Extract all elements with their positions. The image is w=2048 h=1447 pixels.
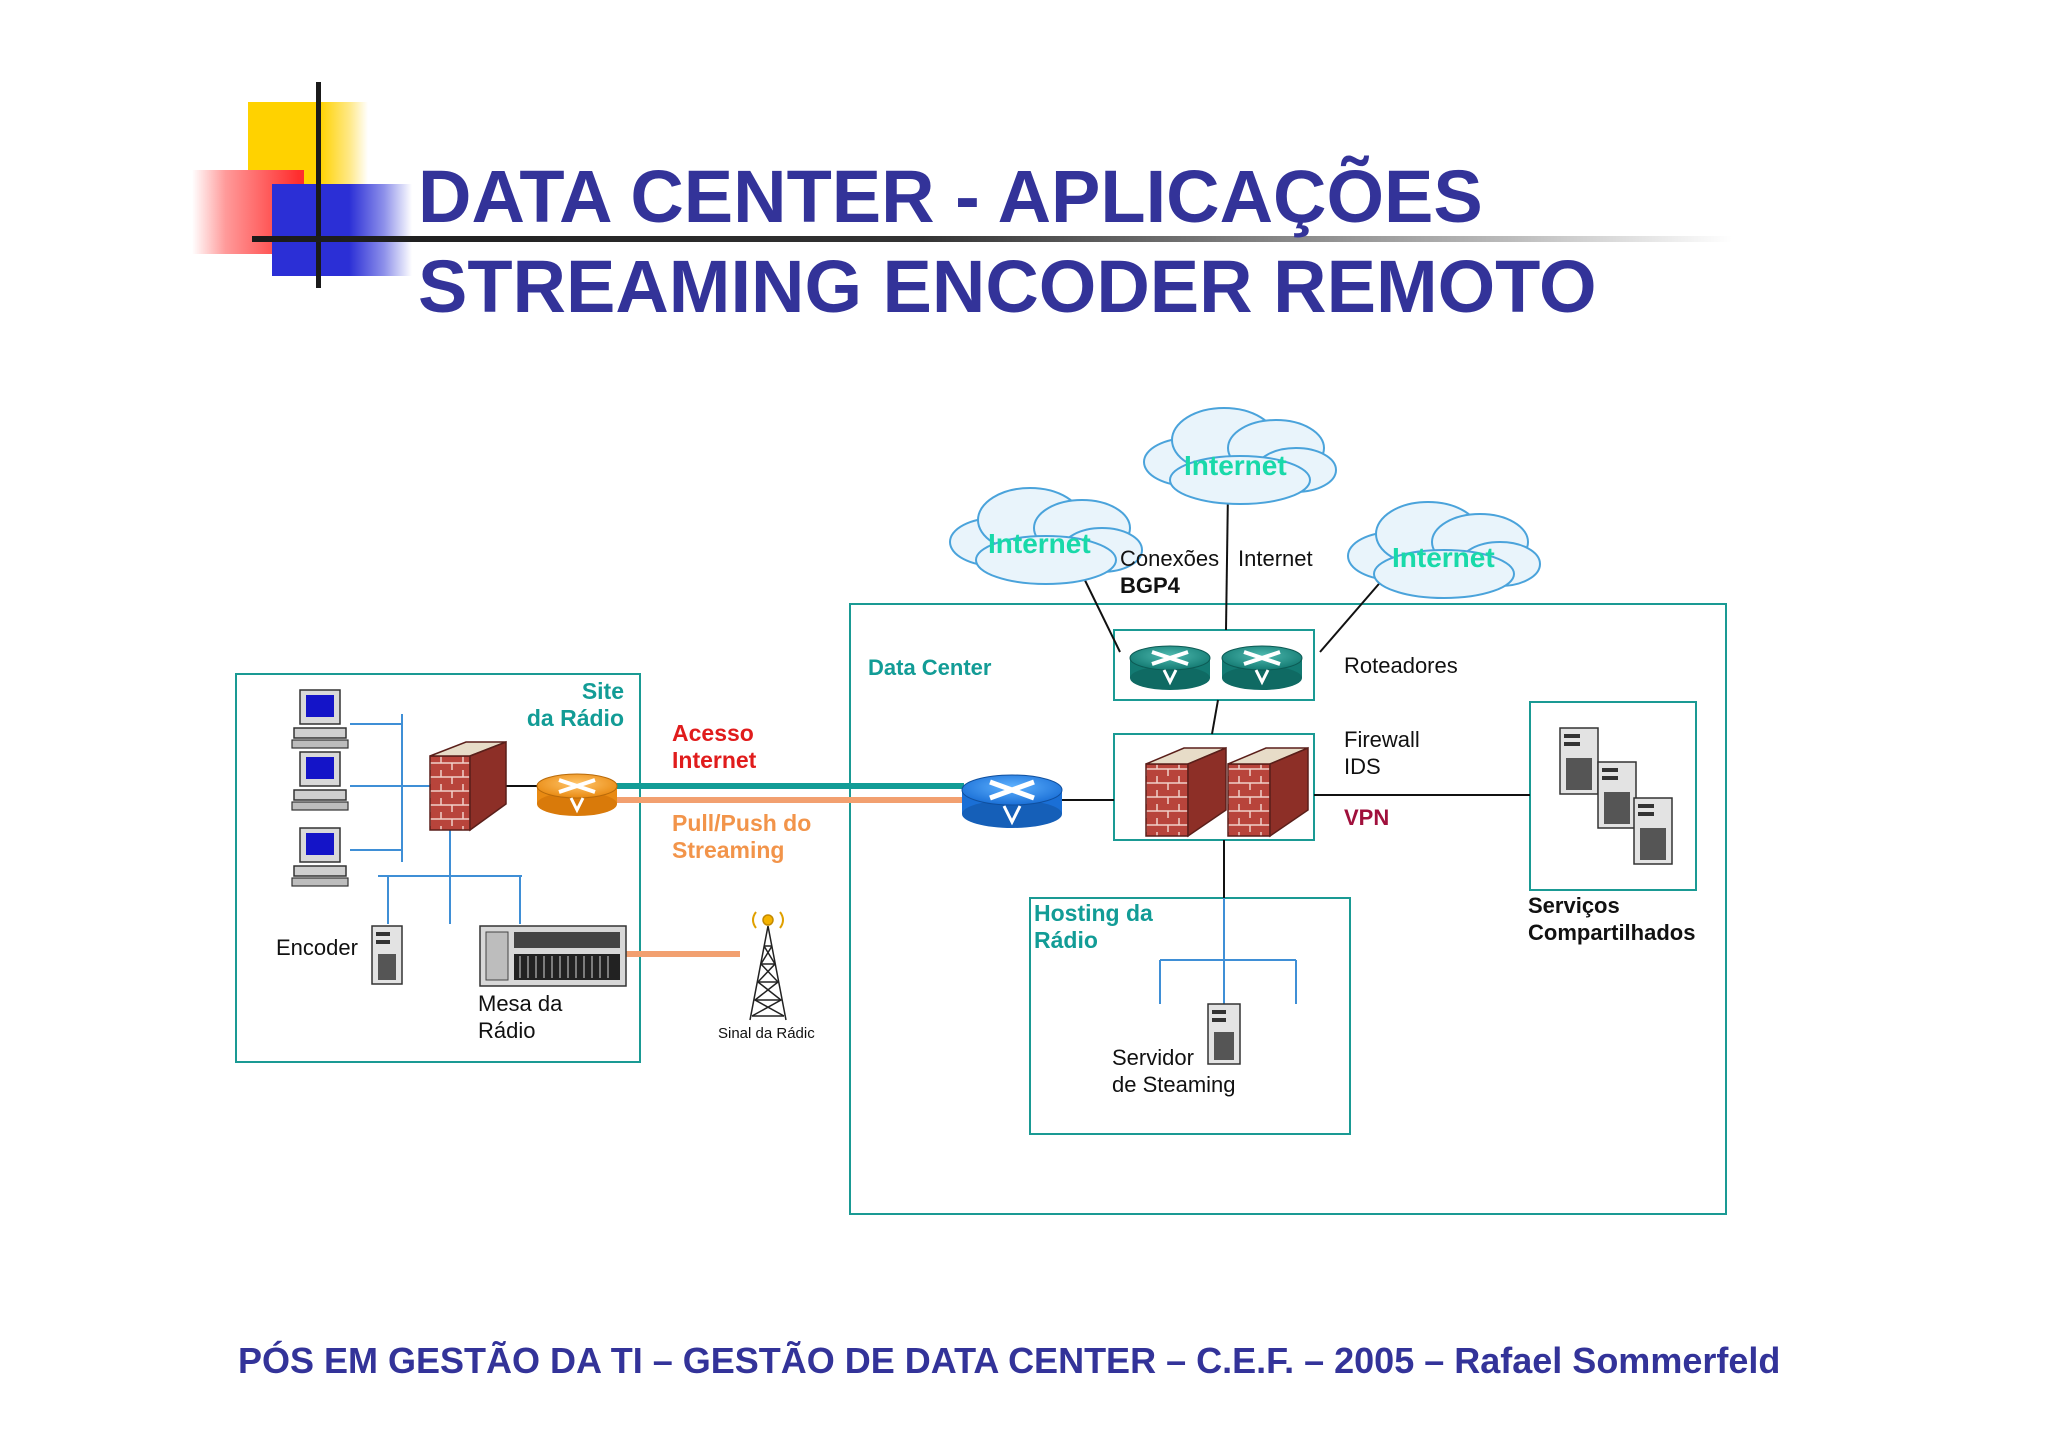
router-icons — [536, 645, 1303, 828]
server-icons — [371, 727, 1673, 1065]
firewall-box — [1113, 733, 1315, 841]
roteadores-label: Roteadores — [1344, 653, 1458, 678]
mesa-label-line2: Rádio — [478, 1018, 536, 1043]
internet-text-label: Internet — [1238, 546, 1313, 571]
computer-icons — [291, 689, 349, 887]
decor-blue-square — [272, 184, 412, 276]
vpn-label: VPN — [1344, 805, 1390, 830]
site-label-line2: da Rádio — [526, 705, 624, 731]
encoder-label: Encoder — [276, 935, 358, 960]
servidor-label-line1: Servidor — [1112, 1045, 1194, 1070]
pullpush-label: Pull/Push do Streaming — [672, 810, 811, 864]
page-title-line2: STREAMING ENCODER REMOTO — [418, 245, 1597, 328]
servicos-label-line1: Serviços — [1528, 893, 1620, 918]
bgp-label: BGP4 — [1120, 573, 1180, 598]
hosting-label: Hosting da Rádio — [1034, 900, 1153, 954]
acesso-label: Acesso Internet — [672, 720, 756, 774]
decor-vertical-line — [316, 82, 321, 288]
hosting-label-line1: Hosting da — [1034, 900, 1153, 926]
cloud-internet-left: Internet — [988, 528, 1091, 559]
mesa-label: Mesa da Rádio — [478, 990, 562, 1044]
site-label-line1: Site — [581, 678, 624, 704]
firewall-label-line1: Firewall — [1344, 727, 1420, 752]
mesa-label-line1: Mesa da — [478, 991, 563, 1016]
mixer-icon — [479, 925, 627, 987]
datacenter-box — [849, 603, 1727, 1215]
antenna-icon — [749, 911, 787, 1021]
site-lan-lines — [350, 714, 1297, 1004]
cloud-shapes — [949, 407, 1541, 599]
firewall-label-line2: IDS — [1344, 754, 1381, 779]
decor-horizontal-line — [252, 236, 1732, 242]
acesso-label-line2: Internet — [672, 747, 757, 773]
pullpush-label-line2: Streaming — [672, 837, 785, 863]
firewall-label: Firewall IDS — [1344, 726, 1420, 780]
pullpush-label-line1: Pull/Push do — [672, 810, 812, 836]
conexoes-label: Conexões — [1120, 546, 1220, 571]
servicos-label: Serviços Compartilhados — [1528, 892, 1695, 946]
sinal-label: Sinal da Rádic — [718, 1025, 815, 1042]
firewall-icons — [429, 740, 1309, 838]
page-title-line1: DATA CENTER - APLICAÇÕES — [418, 155, 1483, 238]
hosting-label-line2: Rádio — [1034, 927, 1098, 953]
servidor-label-line2: de Steaming — [1112, 1072, 1236, 1097]
cloud-internet-top: Internet — [1184, 450, 1287, 481]
site-label: Site da Rádio — [520, 678, 624, 732]
servicos-label-line2: Compartilhados — [1528, 920, 1696, 945]
datacenter-label: Data Center — [868, 655, 992, 680]
hosting-box — [1029, 897, 1351, 1135]
router-box — [1113, 629, 1315, 701]
footer-text: PÓS EM GESTÃO DA TI – GESTÃO DE DATA CEN… — [238, 1340, 1781, 1381]
acesso-label-line1: Acesso — [672, 720, 754, 746]
servidor-label: Servidor de Steaming — [1112, 1044, 1236, 1098]
site-box — [235, 673, 641, 1063]
cloud-internet-right: Internet — [1392, 542, 1495, 573]
